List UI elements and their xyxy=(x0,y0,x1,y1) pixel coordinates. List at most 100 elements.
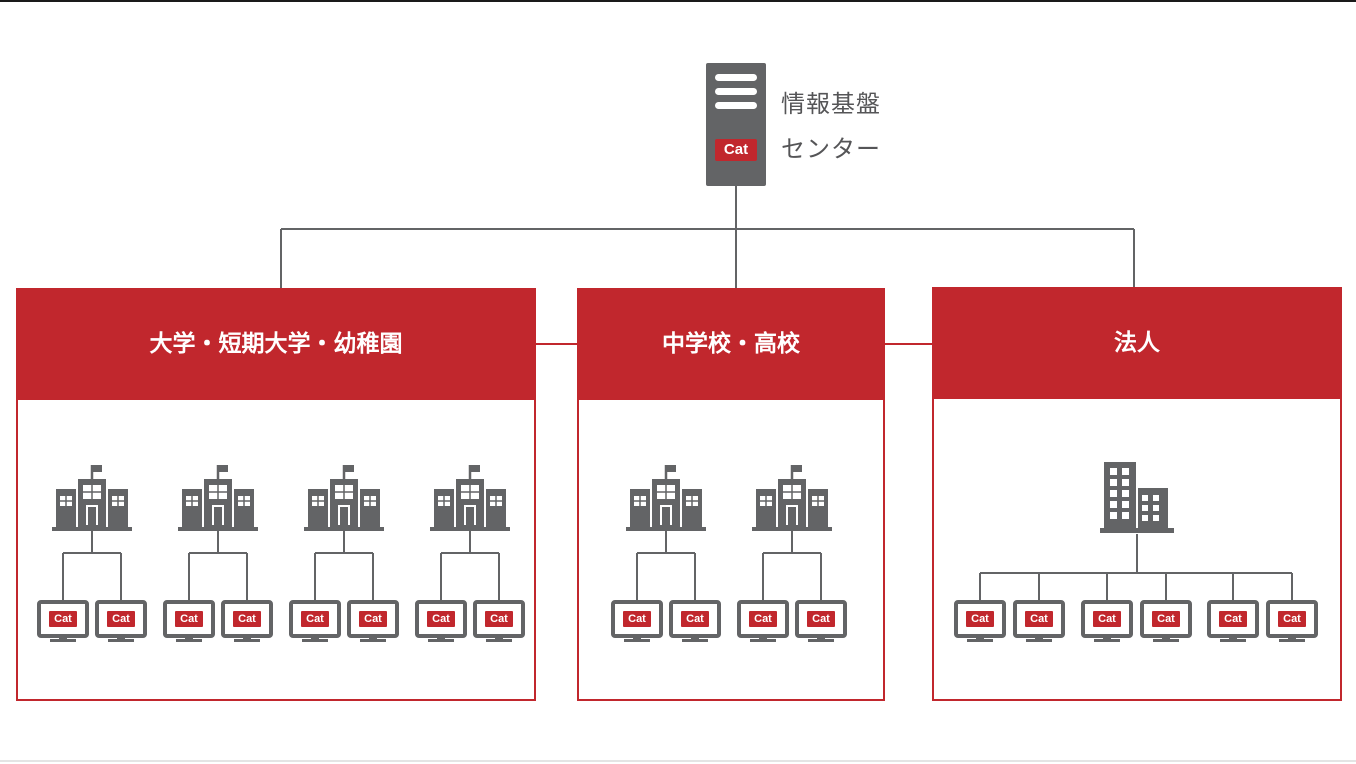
monitor-neck xyxy=(185,637,193,640)
cat-badge: Cat xyxy=(749,611,777,627)
monitor-stand xyxy=(750,639,776,642)
monitor-neck xyxy=(817,637,825,640)
cat-badge: Cat xyxy=(623,611,651,627)
monitor-icon: Cat xyxy=(1266,600,1318,642)
monitor-screen xyxy=(954,600,1006,638)
monitor-neck xyxy=(759,637,767,640)
cat-badge: Cat xyxy=(359,611,387,627)
server-slot xyxy=(715,74,757,81)
monitor-icon: Cat xyxy=(795,600,847,642)
monitor-neck xyxy=(1288,637,1296,640)
monitor-neck xyxy=(633,637,641,640)
school-building-icon xyxy=(430,465,510,531)
monitor-icon: Cat xyxy=(1207,600,1259,642)
monitor-stand xyxy=(360,639,386,642)
cat-badge: Cat xyxy=(715,139,757,161)
monitor-stand xyxy=(1279,639,1305,642)
monitor-neck xyxy=(59,637,67,640)
cat-badge: Cat xyxy=(681,611,709,627)
monitor-icon: Cat xyxy=(1013,600,1065,642)
monitor-neck xyxy=(1162,637,1170,640)
cat-badge: Cat xyxy=(1278,611,1306,627)
school-building-icon xyxy=(178,465,258,531)
monitor-screen xyxy=(473,600,525,638)
school-building-icon xyxy=(304,465,384,531)
monitor-stand xyxy=(1026,639,1052,642)
cat-badge: Cat xyxy=(966,611,994,627)
server-slot xyxy=(715,88,757,95)
server-label-line2: センター xyxy=(781,135,881,163)
monitor-neck xyxy=(495,637,503,640)
monitor-neck xyxy=(691,637,699,640)
monitor-stand xyxy=(808,639,834,642)
monitor-neck xyxy=(1035,637,1043,640)
cat-badge: Cat xyxy=(427,611,455,627)
monitor-stand xyxy=(1220,639,1246,642)
monitor-icon: Cat xyxy=(289,600,341,642)
monitor-icon: Cat xyxy=(37,600,89,642)
server-icon: Cat xyxy=(706,63,766,186)
monitor-icon: Cat xyxy=(1081,600,1133,642)
school-building-icon xyxy=(626,465,706,531)
top-rule xyxy=(0,0,1356,2)
panel-title: 中学校・高校 xyxy=(577,288,885,400)
monitor-neck xyxy=(976,637,984,640)
monitor-icon: Cat xyxy=(954,600,1006,642)
cat-badge: Cat xyxy=(233,611,261,627)
monitor-icon: Cat xyxy=(611,600,663,642)
monitor-stand xyxy=(486,639,512,642)
cat-badge: Cat xyxy=(49,611,77,627)
monitor-neck xyxy=(437,637,445,640)
monitor-icon: Cat xyxy=(737,600,789,642)
monitor-stand xyxy=(682,639,708,642)
monitor-neck xyxy=(1229,637,1237,640)
office-building-icon xyxy=(1100,462,1174,533)
monitor-icon: Cat xyxy=(221,600,273,642)
monitor-icon: Cat xyxy=(163,600,215,642)
cat-badge: Cat xyxy=(1025,611,1053,627)
monitor-screen xyxy=(1140,600,1192,638)
cat-badge: Cat xyxy=(1093,611,1121,627)
cat-badge: Cat xyxy=(301,611,329,627)
school-building-icon xyxy=(752,465,832,531)
monitor-stand xyxy=(176,639,202,642)
bottom-rule xyxy=(0,760,1356,762)
monitor-stand xyxy=(108,639,134,642)
monitor-neck xyxy=(1103,637,1111,640)
school-building-icon xyxy=(52,465,132,531)
cat-badge: Cat xyxy=(807,611,835,627)
monitor-stand xyxy=(234,639,260,642)
cat-badge: Cat xyxy=(1219,611,1247,627)
monitor-stand xyxy=(624,639,650,642)
monitor-neck xyxy=(311,637,319,640)
monitor-icon: Cat xyxy=(669,600,721,642)
monitor-neck xyxy=(243,637,251,640)
monitor-stand xyxy=(1153,639,1179,642)
monitor-stand xyxy=(428,639,454,642)
monitor-icon: Cat xyxy=(95,600,147,642)
cat-badge: Cat xyxy=(1152,611,1180,627)
panel-title: 大学・短期大学・幼稚園 xyxy=(16,288,536,400)
server-slot xyxy=(715,102,757,109)
monitor-stand xyxy=(302,639,328,642)
monitor-neck xyxy=(117,637,125,640)
monitor-icon: Cat xyxy=(415,600,467,642)
monitor-neck xyxy=(369,637,377,640)
monitor-icon: Cat xyxy=(473,600,525,642)
server-label-line1: 情報基盤 xyxy=(781,90,881,118)
monitor-stand xyxy=(967,639,993,642)
monitor-screen xyxy=(669,600,721,638)
cat-badge: Cat xyxy=(485,611,513,627)
monitor-screen xyxy=(1207,600,1259,638)
cat-badge: Cat xyxy=(175,611,203,627)
monitor-stand xyxy=(1094,639,1120,642)
panel-title: 法人 xyxy=(932,287,1342,399)
